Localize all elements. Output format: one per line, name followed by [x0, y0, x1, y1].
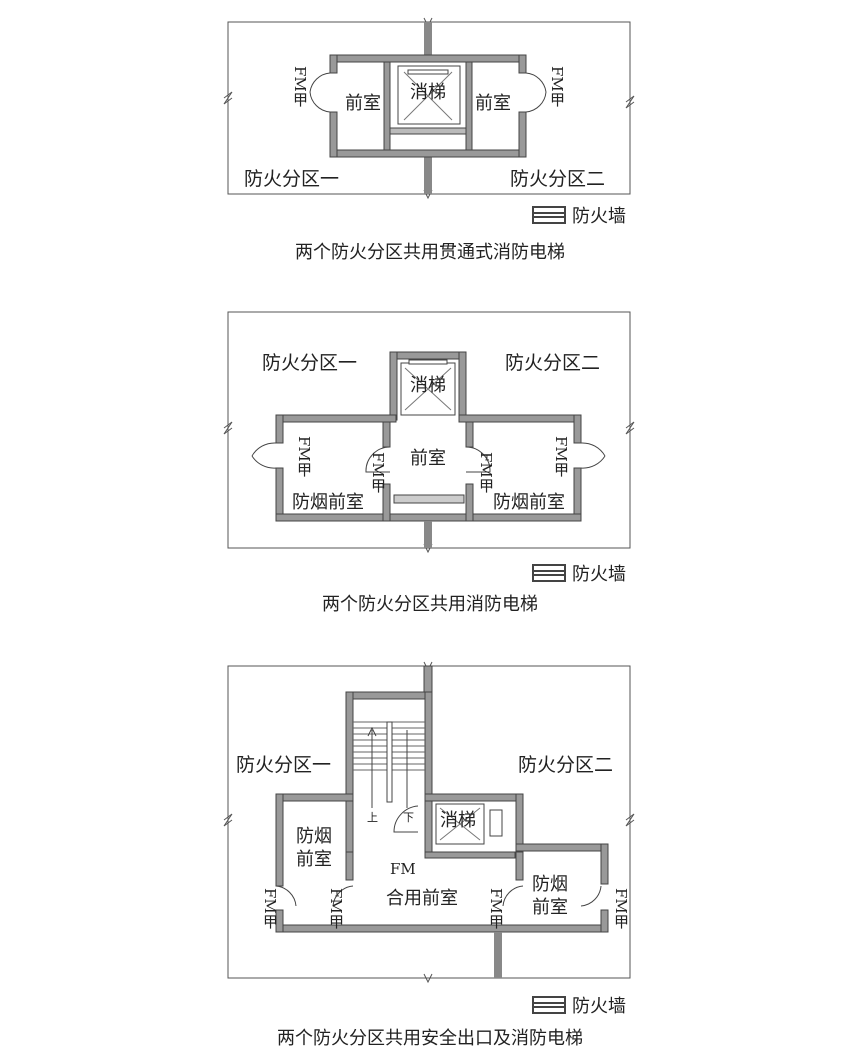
zone-label-one: 防火分区一: [244, 168, 340, 190]
diagram-shared-elevator: 防火分区一 防火分区二 消梯 前室 防烟前室 防烟前室 FM甲 FM甲 FM甲 …: [0, 290, 860, 630]
stair-up-label: 上: [367, 811, 378, 824]
firewall-swatch: [532, 996, 566, 1014]
door-label-4: FM甲: [612, 888, 630, 929]
floor-plan-3: [223, 661, 635, 984]
legend-label: 防火墙: [572, 564, 626, 585]
zone-label-two: 防火分区二: [505, 352, 601, 374]
stair-down-label: 下: [403, 811, 414, 824]
diagram-shared-exit-and-elevator: 防火分区一 防火分区二 消梯 防烟 前室 防烟 前室 合用前室 FM 上 下 F…: [0, 630, 860, 1053]
elevator-label: 消梯: [410, 375, 446, 396]
door-label-1: FM甲: [261, 888, 279, 929]
anteroom-label: 前室: [410, 448, 446, 469]
legend-firewall: 防火墙: [532, 992, 626, 1018]
firewall-swatch: [532, 564, 566, 582]
firewall-segment: [494, 932, 502, 978]
smoke-anteroom-left: 防烟前室: [292, 492, 364, 513]
door-label-outer-left: FM甲: [295, 436, 313, 477]
floor-plan-2: [223, 311, 635, 554]
firewall-segment: [424, 155, 432, 194]
zone-label-two: 防火分区二: [518, 754, 614, 776]
legend-label: 防火墙: [572, 206, 626, 227]
firewall-segment: [424, 22, 432, 57]
door-label-3: FM甲: [487, 888, 505, 929]
caption-1: 两个防火分区共用贯通式消防电梯: [295, 242, 565, 263]
caption-2: 两个防火分区共用消防电梯: [322, 594, 538, 615]
elevator-label: 消梯: [440, 810, 476, 831]
legend-firewall: 防火墙: [532, 560, 626, 586]
stair-door-label: FM: [390, 860, 416, 878]
building-outline: [227, 311, 631, 549]
door-label-left: FM甲: [291, 66, 309, 107]
shared-anteroom-label: 合用前室: [386, 888, 458, 909]
zone-label-two: 防火分区二: [510, 168, 606, 190]
anteroom-left: 前室: [345, 93, 381, 114]
anteroom-right: 前室: [475, 93, 511, 114]
smoke-anteroom-left: 防烟 前室: [296, 826, 332, 870]
caption-3: 两个防火分区共用安全出口及消防电梯: [277, 1028, 583, 1049]
door-label-outer-right: FM甲: [552, 436, 570, 477]
legend-firewall: 防火墙: [532, 202, 626, 228]
floor-plan-1: [223, 17, 635, 200]
diagram-shared-through-elevator: FM甲 FM甲 前室 前室 消梯 防火分区一 防火分区二 防火墙 两个防火分区共…: [0, 0, 860, 290]
elevator-label: 消梯: [410, 82, 446, 103]
zone-label-one: 防火分区一: [262, 352, 358, 374]
door-label-2: FM甲: [327, 888, 345, 929]
door-label-inner-left: FM甲: [369, 452, 387, 493]
firewall-swatch: [532, 206, 566, 224]
firewall-segment: [424, 521, 432, 548]
legend-label: 防火墙: [572, 996, 626, 1017]
door-label-right: FM甲: [548, 66, 566, 107]
zone-label-one: 防火分区一: [236, 754, 332, 776]
smoke-anteroom-right: 防烟前室: [493, 492, 565, 513]
smoke-anteroom-right: 防烟 前室: [532, 874, 568, 918]
door-label-inner-right: FM甲: [477, 452, 495, 493]
